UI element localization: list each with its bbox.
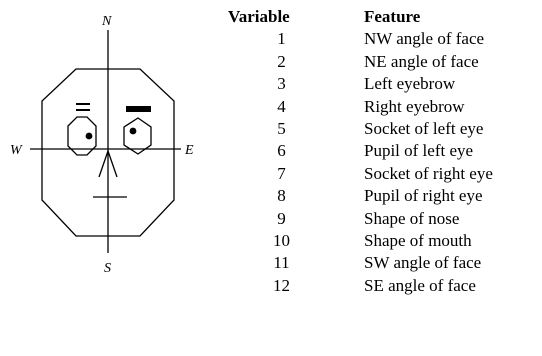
nose [98, 149, 118, 178]
left-eye-socket [67, 116, 97, 156]
feature-name: Shape of nose [364, 208, 460, 228]
variable-number: 10 [273, 231, 290, 251]
variable-column-header: Variable [228, 7, 290, 26]
table-row: 3 Left eyebrow [228, 73, 493, 95]
right-eyebrow [126, 106, 151, 112]
variable-number: 5 [277, 119, 286, 139]
table-header-row: Variable Feature [228, 6, 493, 28]
compass-north: N [101, 14, 112, 29]
compass-south: S [104, 261, 111, 276]
feature-name: Socket of left eye [364, 119, 484, 139]
face-diagram: N S W E [10, 14, 194, 276]
feature-name: Left eyebrow [364, 74, 456, 94]
compass-west: W [10, 143, 23, 158]
table-row: 1 NW angle of face [228, 28, 493, 50]
feature-column-header: Feature [364, 7, 421, 26]
feature-name: NE angle of face [364, 51, 479, 71]
table-row: 12 SE angle of face [228, 275, 493, 297]
table-row: 10 Shape of mouth [228, 230, 493, 252]
variable-number: 1 [277, 29, 286, 49]
feature-name: Right eyebrow [364, 96, 465, 116]
table-row: 6 Pupil of left eye [228, 140, 493, 162]
feature-name: NW angle of face [364, 29, 485, 49]
right-pupil [129, 127, 137, 135]
table-row: 11 SW angle of face [228, 252, 493, 274]
variable-number: 12 [273, 275, 290, 295]
variable-number: 6 [277, 141, 286, 161]
feature-name: SE angle of face [364, 275, 476, 295]
variable-number: 11 [273, 253, 290, 273]
left-pupil [85, 132, 93, 140]
variable-number: 3 [277, 74, 286, 94]
table-row: 7 Socket of right eye [228, 163, 493, 185]
face-outline [41, 68, 175, 237]
feature-name: Pupil of left eye [364, 141, 474, 161]
feature-rows: 1 NW angle of face 2 NE angle of face 3 Left … [228, 28, 493, 297]
feature-table: Variable Feature 1 NW angle of face 2 NE an… [228, 6, 493, 297]
variable-number: 4 [277, 96, 286, 116]
compass-east: E [184, 143, 194, 158]
variable-number: 7 [277, 163, 286, 183]
variable-number: 8 [277, 186, 286, 206]
table-row: 4 Right eyebrow [228, 96, 493, 118]
table-row: 2 NE angle of face [228, 51, 493, 73]
feature-name: Socket of right eye [364, 163, 493, 183]
feature-name: SW angle of face [364, 253, 482, 273]
variable-number: 9 [277, 208, 286, 228]
table-row: 8 Pupil of right eye [228, 185, 493, 207]
feature-name: Shape of mouth [364, 231, 472, 251]
feature-name: Pupil of right eye [364, 186, 483, 206]
table-row: 9 Shape of nose [228, 208, 493, 230]
variable-number: 2 [277, 51, 286, 71]
right-eye-socket [123, 117, 152, 155]
table-row: 5 Socket of left eye [228, 118, 493, 140]
